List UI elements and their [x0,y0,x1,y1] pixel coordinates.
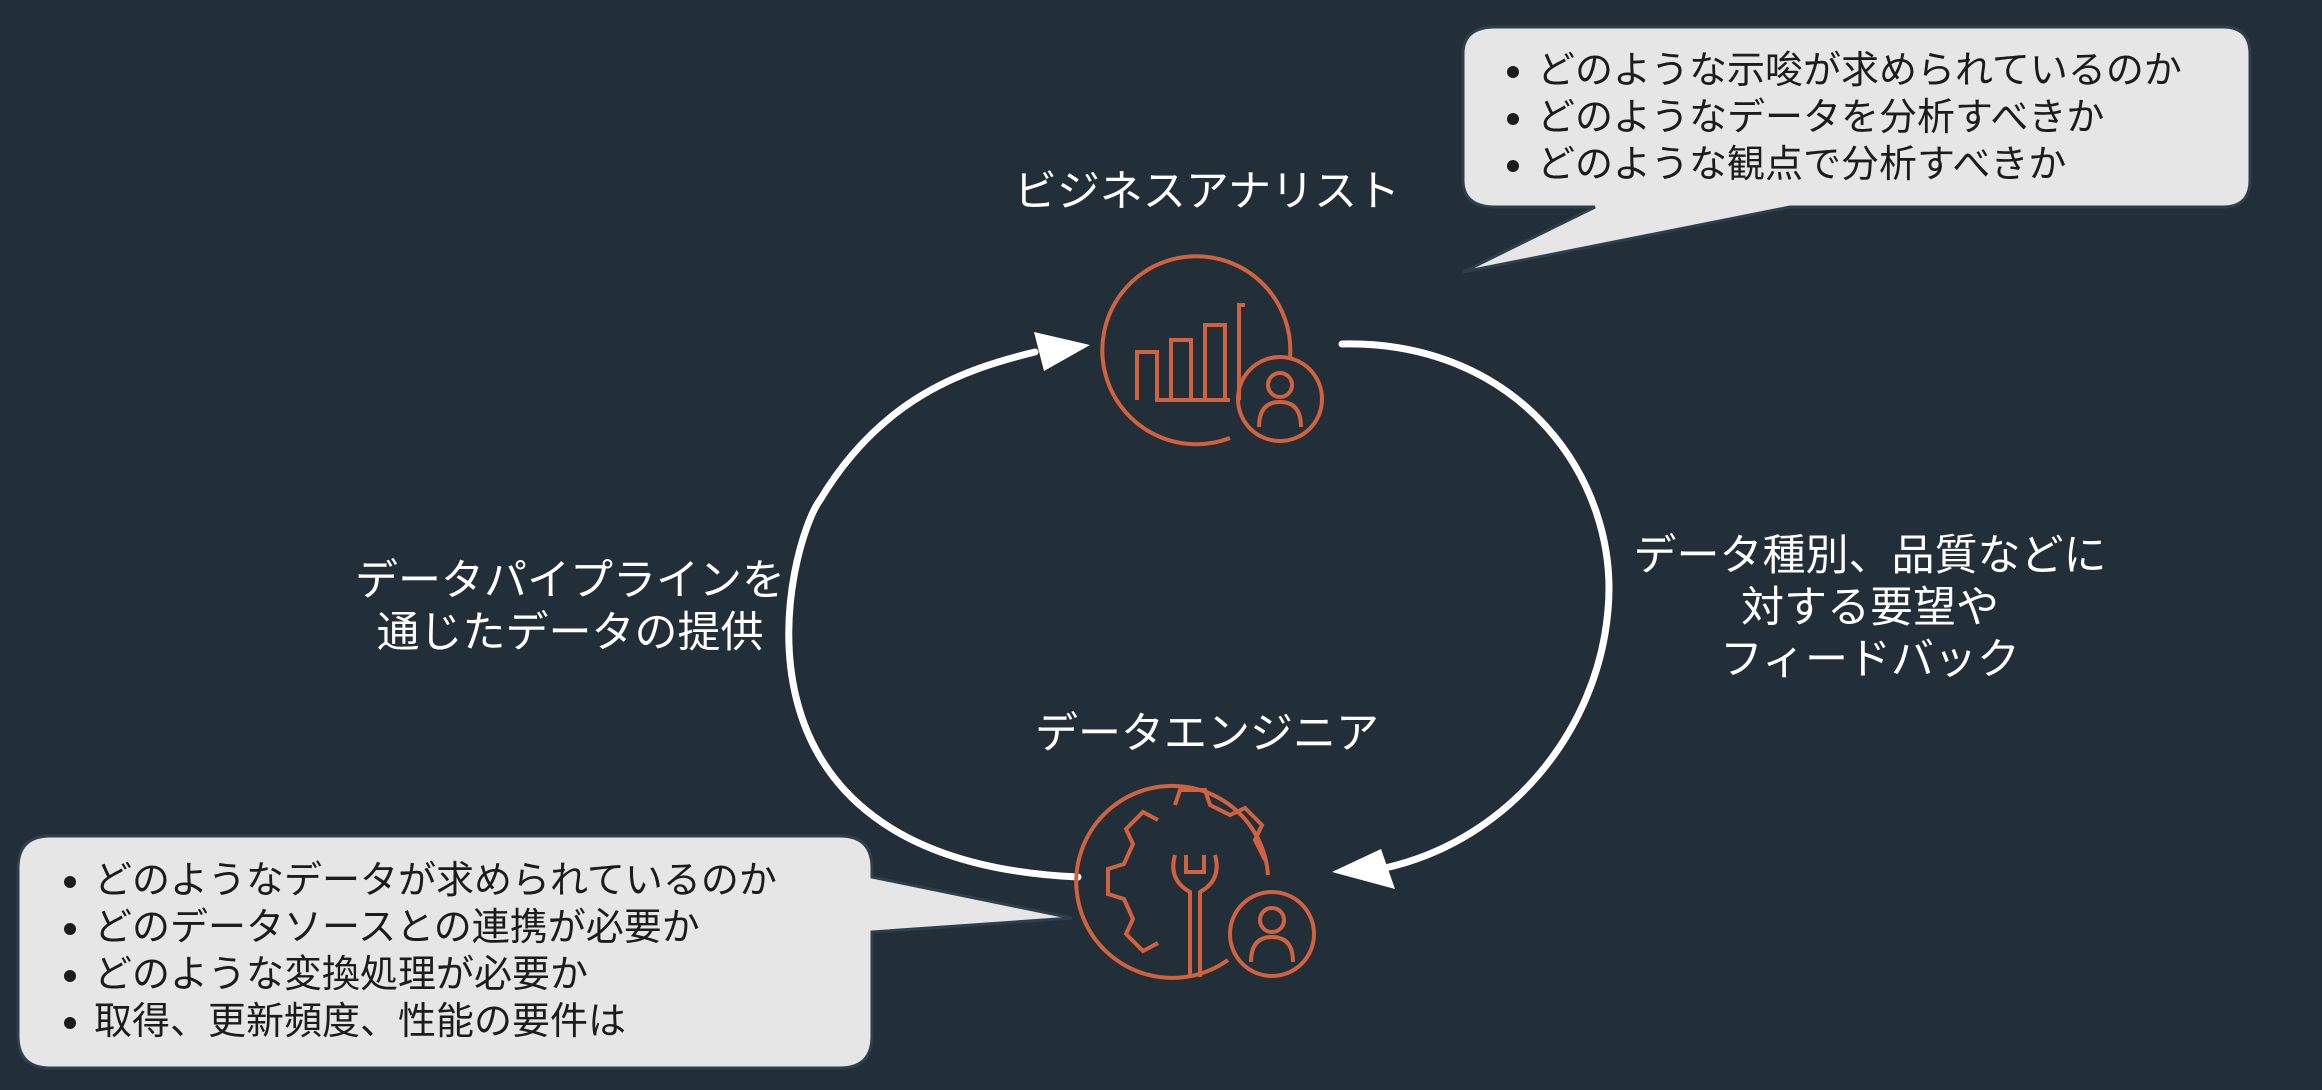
list-item: どのようなデータが求められているのか [94,857,777,904]
engineer-speech-bubble [16,834,1073,1070]
list-item: 取得、更新頻度、性能の要件は [94,998,777,1045]
list-item: どのようなデータを分析すべきか [1537,94,2182,141]
feedback-label-line3: フィードバック [1719,635,2021,685]
list-item: どのデータソースとの連携が必要か [94,904,777,951]
business-analyst-title: ビジネスアナリスト [1013,167,1401,217]
gear-wrench-person-icon [1074,783,1316,980]
analyst-bubble-list: どのような示唆が求められているのか どのようなデータを分析すべきか どのような観… [1495,47,2182,188]
engineer-bubble-list: どのようなデータが求められているのか どのデータソースとの連携が必要か どのよう… [52,857,777,1045]
data-provision-label: データパイプラインを 通じたデータの提供 [340,555,800,659]
left-flow-arrow [785,348,1082,881]
analytics-person-icon [1100,254,1324,447]
data-provision-label-line2: 通じたデータの提供 [376,608,764,658]
feedback-label-line2: 対する要望や [1741,583,1999,633]
list-item: どのような変換処理が必要か [94,951,777,998]
list-item: どのような示唆が求められているのか [1537,47,2182,94]
right-arrowhead [1332,849,1395,889]
right-flow-arrow [1338,340,1613,872]
left-arrowhead [1034,332,1090,371]
data-engineer-title: データエンジニア [1035,709,1379,759]
list-item: どのような観点で分析すべきか [1537,141,2182,188]
data-provision-label-line1: データパイプラインを [355,556,785,606]
feedback-label: データ種別、品質などに 対する要望や フィードバック [1600,530,2140,686]
analyst-speech-bubble [1461,25,2252,274]
feedback-label-line1: データ種別、品質などに [1633,531,2107,581]
